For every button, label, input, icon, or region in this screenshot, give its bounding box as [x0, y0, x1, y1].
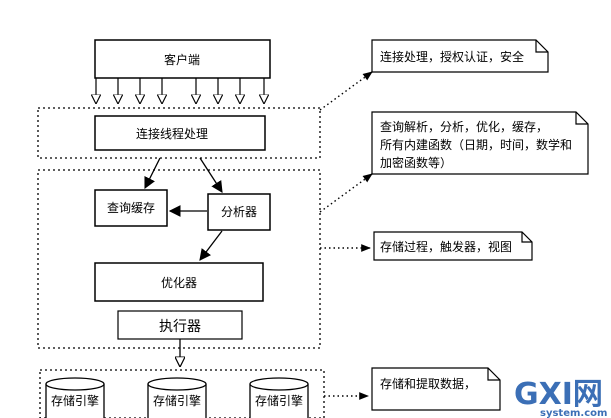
storage-engine-3: 存储引擎 — [249, 377, 309, 418]
parsing-note-line-2: 所有内建函数（日期，时间，数学和 — [380, 137, 572, 152]
connection-note-leader — [319, 71, 373, 111]
parser-to-optimizer-arrow — [199, 230, 223, 261]
watermark-logo-text: GXI网 — [514, 377, 603, 412]
client-connection-arrows — [96, 78, 264, 103]
executor-box — [117, 310, 243, 340]
storage-layer — [39, 369, 325, 418]
query-cache-box — [94, 189, 168, 227]
parsing-note-leader — [319, 173, 373, 213]
storage-engine-2: 存储引擎 — [147, 377, 207, 418]
procedures-note-text: 存储过程，触发器，视图 — [380, 239, 512, 254]
storage-engine-1: 存储引擎 — [45, 377, 105, 418]
parser-label: 分析器 — [221, 205, 257, 219]
parsing-note-line-1: 查询解析，分析，优化，缓存， — [380, 120, 548, 134]
service-layer — [37, 169, 321, 349]
conn-to-parser-arrow — [199, 157, 223, 193]
storage-engine-label: 存储引擎 — [51, 393, 99, 408]
connection-layer — [37, 107, 321, 159]
optimizer-box — [94, 262, 264, 302]
procedures-note: 存储过程，触发器，视图 — [373, 231, 533, 261]
parser-box — [207, 193, 271, 231]
watermark-logo: GXI网 system.com — [514, 377, 607, 418]
conn-to-cache-arrow — [144, 157, 161, 190]
client-box — [94, 39, 271, 79]
parsing-note-line-3: 加密函数等） — [380, 155, 452, 170]
connection-thread-box — [94, 115, 266, 151]
connection-note-text: 连接处理，授权认证，安全 — [380, 49, 524, 64]
optimizer-label: 优化器 — [161, 276, 197, 290]
watermark-site-text: system.com — [540, 408, 607, 418]
connection-note: 连接处理，授权认证，安全 — [371, 39, 549, 73]
executor-label: 执行器 — [159, 319, 201, 335]
storage-engine-label: 存储引擎 — [153, 393, 201, 408]
storage-note: 存储和提取数据， — [371, 367, 501, 411]
storage-engine-label: 存储引擎 — [255, 393, 303, 408]
storage-note-text: 存储和提取数据， — [380, 376, 476, 391]
parsing-note: 查询解析，分析，优化，缓存， 所有内建函数（日期，时间，数学和 加密函数等） — [371, 111, 589, 175]
connection-thread-label: 连接线程处理 — [136, 126, 208, 141]
client-label: 客户端 — [164, 52, 200, 67]
query-cache-label: 查询缓存 — [107, 201, 155, 215]
